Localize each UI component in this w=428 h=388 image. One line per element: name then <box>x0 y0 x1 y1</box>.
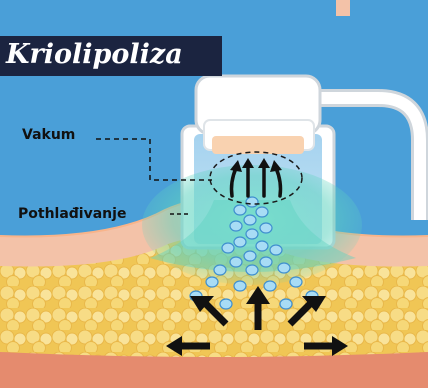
diagram-title: Kriolipoliza <box>6 39 183 70</box>
top-edge-strip <box>336 0 350 16</box>
vacuum-arrowheads <box>230 158 282 172</box>
vacuum-hose-inner <box>300 92 426 220</box>
label-vacuum: Vakum <box>22 127 76 143</box>
label-cooling: Pothlađivanje <box>18 206 127 222</box>
applicator-warm-pad <box>212 136 304 154</box>
vacuum-leader-line <box>96 138 212 181</box>
title-banner: Kriolipoliza <box>0 36 222 76</box>
fat-crystal-icon <box>189 196 319 310</box>
vacuum-zone <box>209 151 303 205</box>
disperse-arrow-icon <box>166 286 348 356</box>
